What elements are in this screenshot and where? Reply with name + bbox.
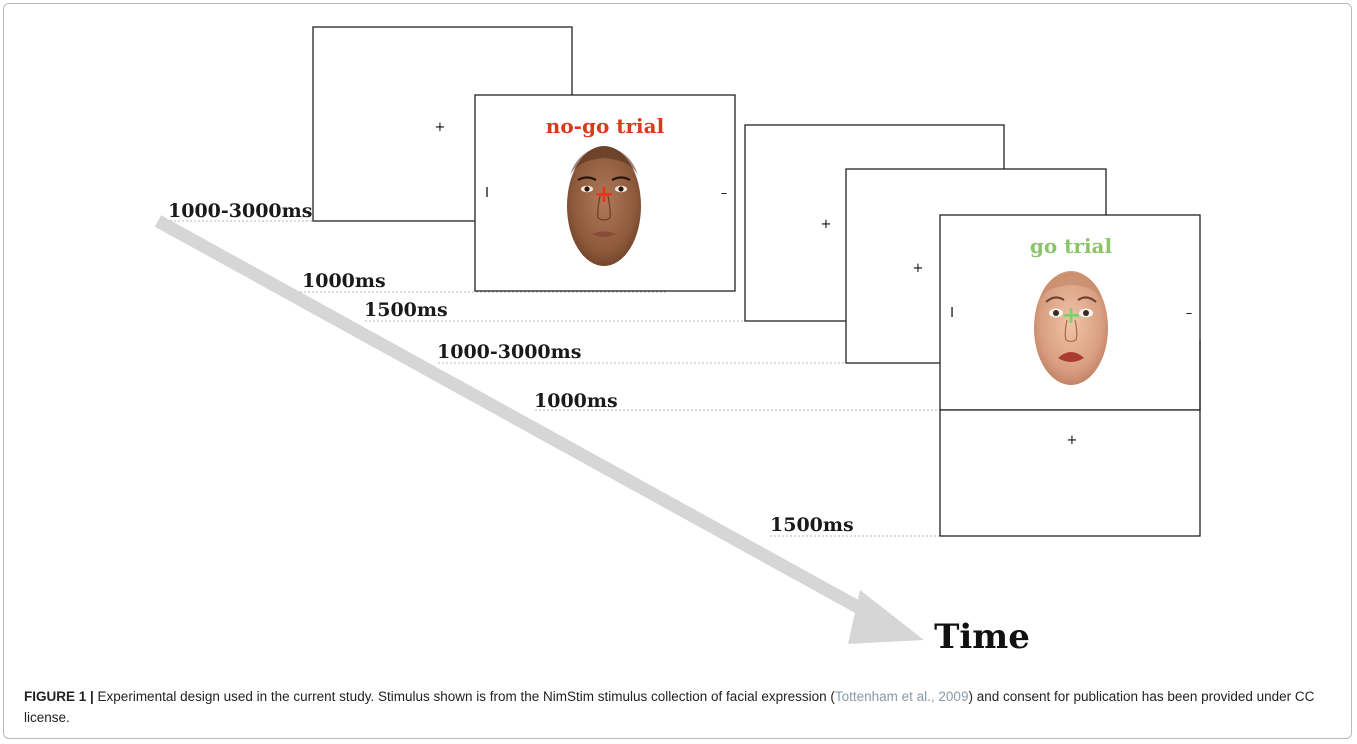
duration-label: 1000ms: [534, 390, 618, 412]
duration-label: 1000-3000ms: [437, 341, 581, 363]
fixation-screen-4: +: [939, 340, 1201, 537]
left-response-bar: I: [950, 306, 954, 321]
go-fixation-cross: +: [1061, 301, 1081, 329]
duration-label: 1500ms: [770, 514, 854, 536]
figure-label: FIGURE 1 |: [24, 689, 94, 704]
left-response-bar: I: [485, 186, 489, 201]
duration-label: 1000-3000ms: [168, 200, 312, 222]
go-trial-title: go trial: [1030, 234, 1113, 258]
fixation-cross: +: [821, 217, 832, 232]
time-axis-label: Time: [934, 617, 1030, 657]
experimental-design-diagram: + no-go trial I – + + + go trial: [154, 26, 1201, 657]
right-response-bar: –: [1186, 306, 1193, 321]
fixation-cross: +: [913, 261, 924, 276]
duration-label: 1500ms: [364, 299, 448, 321]
neutral-face-image: [567, 146, 641, 266]
nogo-stimulus-screen: no-go trial I – +: [474, 94, 736, 292]
nogo-trial-title: no-go trial: [546, 114, 665, 138]
figure-frame: [3, 3, 1352, 739]
go-stimulus-screen: go trial I – +: [939, 214, 1201, 411]
caption-text-end: ) and consent for publication has been p…: [24, 689, 1315, 725]
figure-caption: FIGURE 1 | Experimental design used in t…: [24, 686, 1334, 728]
citation-link[interactable]: Tottenham et al., 2009: [834, 689, 969, 704]
duration-label: 1000ms: [302, 270, 386, 292]
nogo-fixation-cross: +: [594, 180, 614, 208]
fixation-cross: +: [435, 120, 446, 135]
fearful-face-image: [1034, 271, 1108, 385]
right-response-bar: –: [721, 186, 728, 201]
duration-labels: 1000-3000ms 1000ms 1500ms 1000-3000ms 10…: [168, 200, 854, 536]
caption-text: Experimental design used in the current …: [93, 689, 835, 704]
fixation-cross: +: [1067, 433, 1078, 448]
time-arrow: [154, 215, 924, 644]
